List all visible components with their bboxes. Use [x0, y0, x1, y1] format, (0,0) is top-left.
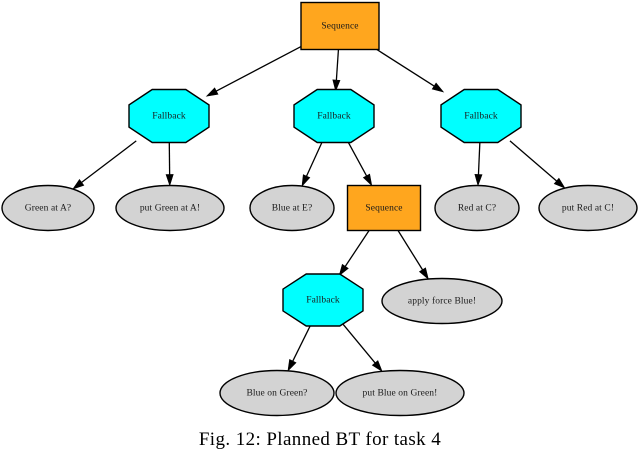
edge-n0-to-n1 [205, 45, 302, 97]
bt-node-label: Sequence [321, 22, 358, 32]
bt-node-condition-n12[interactable]: Blue on Green? [219, 369, 335, 417]
sequence-node-shape[interactable] [346, 184, 422, 232]
bt-node-label: Blue on Green? [246, 389, 307, 399]
bt-node-action-n5[interactable]: put Green at A! [115, 184, 225, 232]
leaf-node-shape[interactable] [249, 184, 335, 232]
edge-line [216, 45, 302, 92]
edge-n7-to-n10 [338, 230, 370, 277]
bt-node-fallback-n3[interactable]: Fallback [440, 88, 522, 144]
leaf-node-shape[interactable] [381, 277, 503, 325]
bt-node-label: Green at A? [25, 204, 71, 214]
bt-node-sequence-n7[interactable]: Sequence [346, 184, 422, 232]
edge-layer [72, 45, 566, 373]
leaf-node-shape[interactable] [1, 184, 95, 232]
arrowhead-icon [165, 174, 174, 187]
edge-n3-to-n8 [474, 140, 483, 187]
edge-line [344, 230, 370, 267]
bt-node-label: Red at C? [458, 204, 496, 214]
bt-node-label: Fallback [317, 112, 351, 122]
fallback-node-shape[interactable] [440, 88, 522, 144]
sequence-node-shape[interactable] [300, 1, 380, 51]
bt-node-label: Fallback [152, 112, 186, 122]
bt-node-label: Sequence [365, 204, 402, 214]
bt-node-fallback-n2[interactable]: Fallback [293, 88, 375, 144]
bt-node-action-n11[interactable]: apply force Blue! [381, 277, 503, 325]
edge-line [477, 140, 481, 175]
arrowhead-icon [418, 267, 429, 280]
arrowhead-icon [553, 177, 566, 189]
edge-n2-to-n6 [301, 140, 324, 188]
edge-n3-to-n9 [509, 140, 566, 189]
edge-n2-to-n7 [346, 140, 373, 187]
leaf-node-shape[interactable] [538, 184, 638, 232]
edge-line [509, 140, 558, 182]
arrowhead-icon [362, 173, 373, 187]
edge-line [346, 140, 368, 177]
arrowhead-icon [205, 87, 219, 97]
bt-node-fallback-n1[interactable]: Fallback [128, 88, 210, 144]
bt-node-sequence-n0[interactable]: Sequence [300, 1, 380, 51]
bt-node-condition-n6[interactable]: Blue at E? [249, 184, 335, 232]
edge-line [305, 140, 324, 177]
bt-node-label: put Green at A! [140, 204, 200, 214]
edge-n1-to-n5 [165, 140, 174, 187]
fallback-node-shape[interactable] [282, 273, 364, 327]
leaf-node-shape[interactable] [434, 184, 520, 232]
bt-node-label: Blue at E? [272, 204, 313, 214]
bt-node-action-n13[interactable]: put Blue on Green! [335, 369, 465, 417]
leaf-node-shape[interactable] [115, 184, 225, 232]
figure-caption: Fig. 12: Planned BT for task 4 [198, 429, 442, 450]
arrowhead-icon [301, 174, 311, 188]
edge-line [376, 48, 435, 87]
arrowhead-icon [332, 79, 341, 93]
edge-n1-to-n4 [72, 140, 137, 190]
arrowhead-icon [72, 179, 85, 190]
leaf-node-shape[interactable] [219, 369, 335, 417]
arrowhead-icon [287, 359, 297, 372]
edge-n7-to-n11 [397, 230, 429, 280]
arrowhead-icon [338, 263, 349, 277]
edge-line [335, 49, 340, 81]
fallback-node-shape[interactable] [293, 88, 375, 144]
bt-node-label: Fallback [306, 296, 340, 306]
fallback-node-shape[interactable] [128, 88, 210, 144]
bt-node-label: put Blue on Green! [363, 389, 438, 399]
edge-line [292, 324, 312, 362]
bt-node-action-n9[interactable]: put Red at C! [538, 184, 638, 232]
edge-line [81, 140, 137, 183]
bt-node-label: apply force Blue! [408, 296, 476, 307]
leaf-node-shape[interactable] [335, 369, 465, 417]
edge-n0-to-n3 [376, 48, 445, 93]
edge-line [342, 324, 376, 364]
bt-node-condition-n4[interactable]: Green at A? [1, 184, 95, 232]
arrowhead-icon [371, 360, 383, 373]
edge-line [397, 230, 424, 271]
bt-node-fallback-n10[interactable]: Fallback [282, 273, 364, 327]
bt-node-label: Fallback [464, 112, 498, 122]
bt-node-label: put Red at C! [562, 204, 614, 214]
edge-n10-to-n13 [342, 324, 383, 373]
arrowhead-icon [474, 174, 483, 187]
bt-node-condition-n8[interactable]: Red at C? [434, 184, 520, 232]
arrowhead-icon [431, 82, 445, 93]
edge-n10-to-n12 [287, 324, 312, 372]
edge-n0-to-n2 [332, 49, 341, 93]
